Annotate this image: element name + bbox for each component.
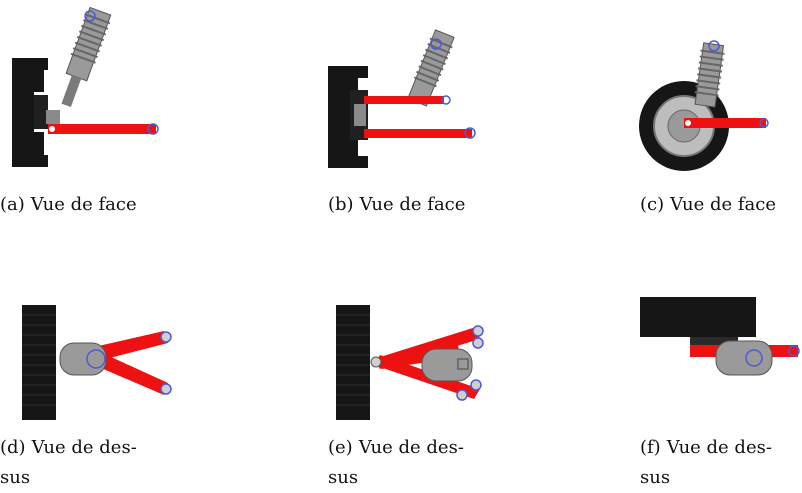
subfigure-d-text-line2: sus [0,467,31,488]
subfigure-a-caption: (a)Vue de face [0,190,200,220]
subfigure-f-tag: (f) [640,437,661,458]
subfigure-e: (e)Vue de des- sus [318,285,518,489]
subfigure-e-caption: (e)Vue de des- sus [328,433,488,493]
subfigure-b: (b)Vue de face [318,0,518,230]
subfigure-f-text-line1: Vue de des- [666,437,772,458]
subfigure-f-caption: (f)Vue de des- sus [640,433,800,493]
subfigure-d-tag: (d) [0,437,26,458]
subfigure-a-text: Vue de face [30,194,137,215]
subfigure-e-tag: (e) [328,437,353,458]
subfigure-d-text-line1: Vue de des- [31,437,137,458]
suspension-top-v-arm-icon [22,305,172,420]
suspension-top-wheel-icon [640,297,800,376]
subfigure-c-caption: (c)Vue de face [640,190,802,220]
subfigure-e-text-line1: Vue de des- [358,437,464,458]
subfigure-c: (c)Vue de face [630,0,802,230]
subfigure-d-caption: (d)Vue de des- sus [0,433,160,493]
subfigure-b-caption: (b)Vue de face [328,190,518,220]
subfigure-b-text: Vue de face [359,194,466,215]
subfigure-e-text-line2: sus [328,467,359,488]
subfigure-f: (f)Vue de des- sus [630,285,802,489]
suspension-front-double-wishbone-icon [328,29,476,168]
suspension-top-double-v-arm-icon [336,305,484,420]
subfigure-f-text-line2: sus [640,467,671,488]
suspension-front-wheel-icon [639,40,769,171]
subfigure-d: (d)Vue de des- sus [0,285,200,489]
subfigure-c-tag: (c) [640,194,665,215]
suspension-front-short-arm-icon [12,6,159,167]
subfigure-b-tag: (b) [328,194,354,215]
subfigure-c-text: Vue de face [670,194,776,215]
subfigure-a: (a)Vue de face [0,0,200,230]
subfigure-a-tag: (a) [0,194,25,215]
